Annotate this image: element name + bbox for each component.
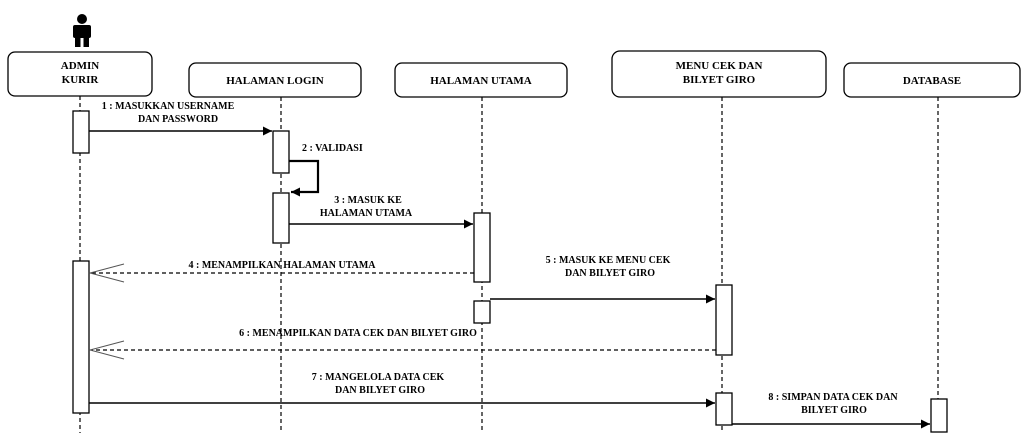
activation-bar <box>715 284 733 356</box>
message-label: 2 : VALIDASI <box>302 143 363 154</box>
object-title-line-2: BILYET GIRO <box>683 74 756 86</box>
message-5: 5 : MASUK KE MENU CEK DAN BILYET GIRO <box>490 255 715 304</box>
message-label-line-2: DAN BILYET GIRO <box>335 385 425 396</box>
actor-admin-kurir: ADMIN KURIR <box>7 14 153 97</box>
activation-bar <box>272 130 290 174</box>
message-label-line-2: DAN PASSWORD <box>138 114 218 125</box>
object-halaman-utama: HALAMAN UTAMA <box>394 62 568 98</box>
message-label-line-1: 3 : MASUK KE <box>334 195 402 206</box>
object-title: DATABASE <box>903 75 961 87</box>
activation-bar <box>272 192 290 244</box>
message-label: 4 : MENAMPILKAN HALAMAN UTAMA <box>188 260 376 271</box>
message-label-line-1: 5 : MASUK KE MENU CEK <box>546 255 671 266</box>
message-label-line-2: HALAMAN UTAMA <box>320 208 413 219</box>
object-title: HALAMAN LOGIN <box>226 75 324 87</box>
object-database: DATABASE <box>843 62 1021 98</box>
object-box <box>188 62 362 98</box>
message-6: 6 : MENAMPILKAN DATA CEK DAN BILYET GIRO <box>88 328 716 360</box>
message-label: 6 : MENAMPILKAN DATA CEK DAN BILYET GIRO <box>239 328 477 339</box>
message-7: 7 : MANGELOLA DATA CEK DAN BILYET GIRO <box>89 372 715 408</box>
object-halaman-login: HALAMAN LOGIN <box>188 62 362 98</box>
message-2: 2 : VALIDASI <box>289 143 363 197</box>
activation-bar <box>473 212 491 283</box>
message-label-line-1: 1 : MASUKKAN USERNAME <box>102 101 235 112</box>
message-label-line-1: 7 : MANGELOLA DATA CEK <box>312 372 445 383</box>
activation-bar <box>72 110 90 154</box>
actor-name-line-1: ADMIN <box>61 60 100 72</box>
object-title-line-1: MENU CEK DAN <box>676 60 763 72</box>
self-message-arrow <box>289 159 320 197</box>
object-title: HALAMAN UTAMA <box>430 75 532 87</box>
message-8: 8 : SIMPAN DATA CEK DAN BILYET GIRO <box>732 392 930 429</box>
message-label-line-1: 8 : SIMPAN DATA CEK DAN <box>768 392 898 403</box>
message-3: 3 : MASUK KE HALAMAN UTAMA <box>289 195 473 229</box>
object-menu-cek-dan-bilyet-giro: MENU CEK DAN BILYET GIRO <box>611 50 827 98</box>
open-arrowhead <box>88 340 125 360</box>
stick-figure-icon <box>73 14 91 47</box>
activations <box>72 110 948 433</box>
open-arrowhead <box>88 263 125 283</box>
message-1: 1 : MASUKKAN USERNAME DAN PASSWORD <box>89 101 272 136</box>
object-box <box>611 50 827 98</box>
object-box <box>394 62 568 98</box>
activation-bar <box>72 260 90 414</box>
message-label-line-2: BILYET GIRO <box>801 405 867 416</box>
object-box <box>843 62 1021 98</box>
message-4: 4 : MENAMPILKAN HALAMAN UTAMA <box>88 260 474 283</box>
activation-bar <box>715 392 733 426</box>
activation-bar <box>473 300 491 324</box>
activation-bar <box>930 398 948 433</box>
actor-name-line-2: KURIR <box>62 74 100 86</box>
message-label-line-2: DAN BILYET GIRO <box>565 268 655 279</box>
